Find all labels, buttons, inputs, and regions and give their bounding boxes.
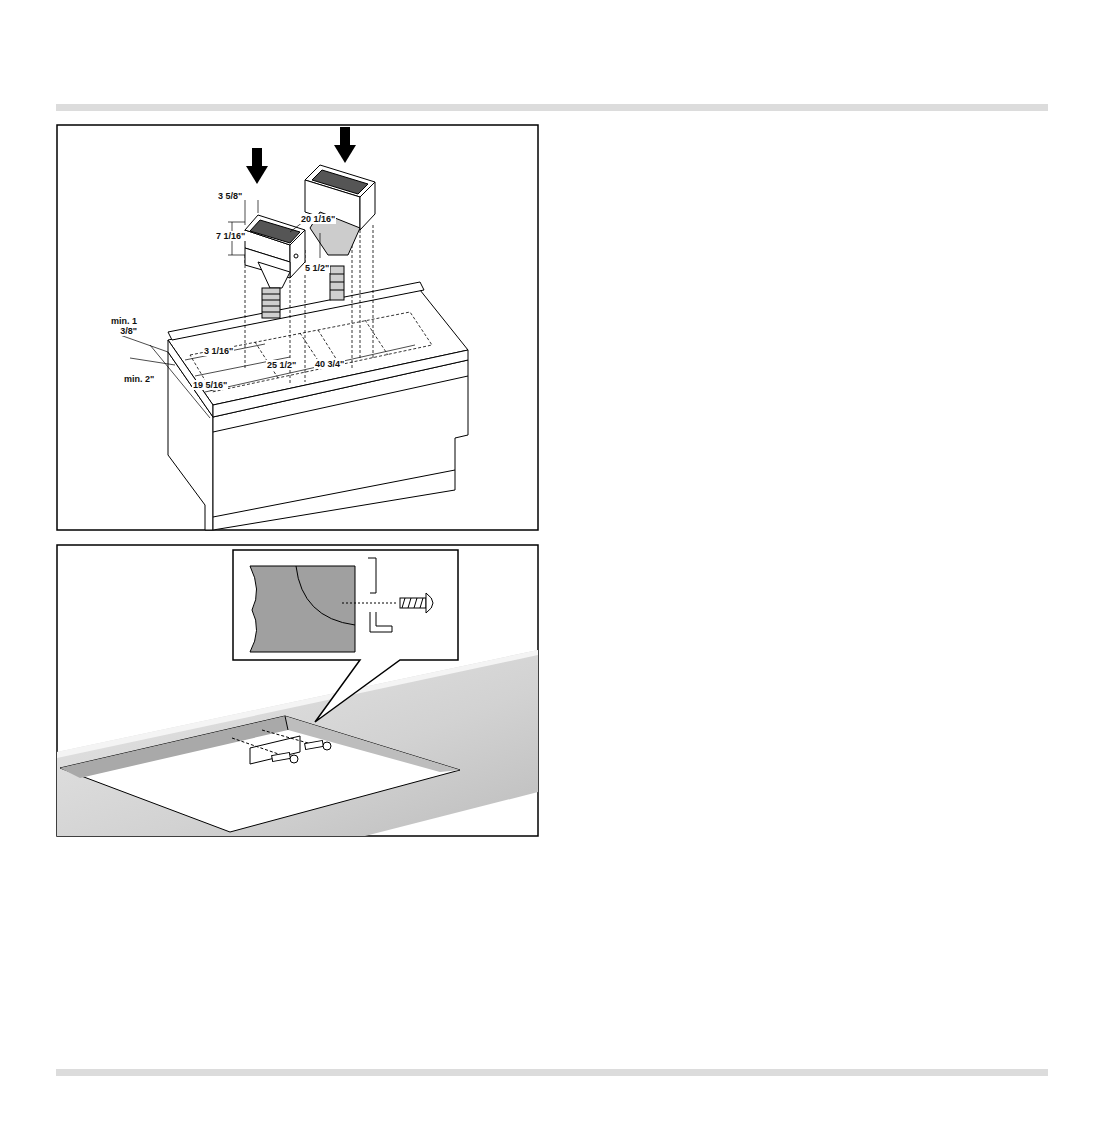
cutout-dimension: 40 3/4" bbox=[314, 359, 345, 369]
clearance-dimension: min. 1 3/8" bbox=[106, 316, 138, 336]
clearance-dimension: min. 2" bbox=[123, 374, 155, 384]
width-dimension: 3 5/8" bbox=[217, 191, 243, 201]
cutout-dimension: 25 1/2" bbox=[266, 360, 297, 370]
depth-dimension: 5 1/2" bbox=[304, 263, 330, 273]
height-dimension: 7 1/16" bbox=[215, 231, 246, 241]
length-dimension: 20 1/16" bbox=[300, 214, 336, 224]
offset-dimension: 3 1/16" bbox=[203, 346, 234, 356]
depth-dimension: 19 5/16" bbox=[192, 380, 228, 390]
